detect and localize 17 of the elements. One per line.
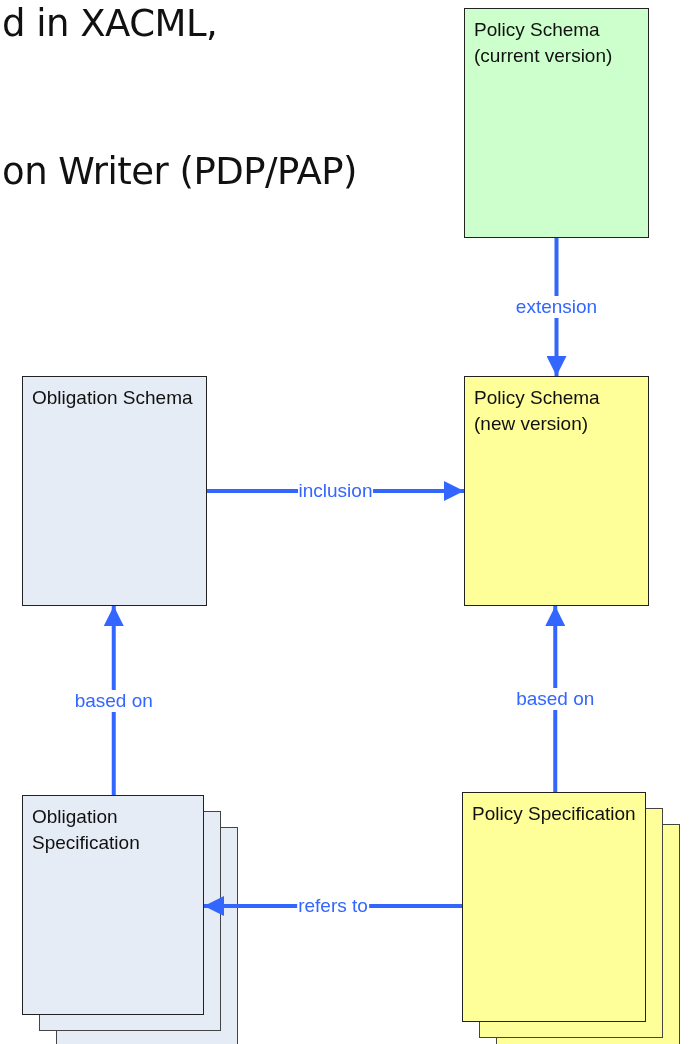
box-title: Policy Specification [472,802,636,826]
box-title: Obligation Specification [32,805,141,855]
document-box [462,792,646,1022]
box-title: Obligation Schema [32,386,194,410]
document-box [464,376,649,606]
arrow [103,606,124,795]
document-box [464,8,649,238]
box-title: Policy Schema (current version) [474,18,614,68]
edge-label: extension [514,296,599,318]
edge-label: based on [73,689,154,712]
arrow [545,606,566,792]
document-box [22,795,204,1015]
edge-label: based on [515,688,596,710]
document-box [22,376,207,606]
heading-text: on Writer (PDP/PAP) [2,150,358,193]
heading-text: d in XACML, [2,2,218,45]
box-title: Policy Schema (new version) [474,386,601,436]
